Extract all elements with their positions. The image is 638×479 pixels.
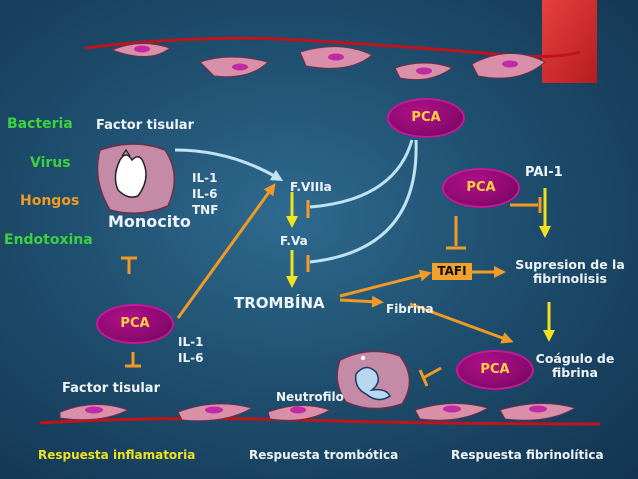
cytokine-il1-bottom: IL-1: [178, 335, 204, 349]
vessel-wall-top: [84, 36, 581, 58]
cytokine-il6-bottom: IL-6: [178, 351, 204, 365]
factor-tisular-top: Factor tisular: [96, 118, 194, 133]
endothelial-cell-icon: [177, 403, 254, 422]
respuesta-trombotica: Respuesta trombótica: [249, 448, 399, 462]
respuesta-fibrinolitica: Respuesta fibrinolítica: [451, 448, 604, 462]
pca-bottom-right: PCA: [456, 350, 534, 390]
pca-top: PCA: [387, 98, 465, 138]
agent-virus: Virus: [30, 155, 71, 171]
endothelial-cell-icon: [471, 53, 546, 79]
respuesta-inflamatoria: Respuesta inflamatoria: [38, 448, 196, 462]
endothelial-cell-icon: [199, 56, 269, 78]
monocito-label: Monocito: [108, 212, 191, 231]
pca-mid-right: PCA: [442, 168, 520, 208]
endothelial-cell-icon: [59, 403, 130, 421]
trombina-label: TROMBÍNA: [234, 294, 325, 312]
agent-bacteria: Bacteria: [7, 116, 73, 132]
coagulo-fibrina-label: Coágulo de fibrina: [520, 352, 630, 380]
endothelial-cell-icon: [110, 43, 172, 57]
cytokine-il6-top: IL-6: [192, 187, 218, 201]
coagulo-line1: Coágulo de: [535, 351, 615, 366]
endothelial-cell-icon: [267, 404, 332, 421]
accent-square: [542, 0, 597, 83]
endothelial-cell-icon: [414, 402, 490, 421]
endothelial-cell-icon: [299, 46, 373, 69]
factor-viiia-label: F.VIIIa: [290, 180, 332, 194]
endothelial-cell-icon: [394, 62, 454, 81]
monocyte-cell-icon: [96, 143, 175, 214]
pca-left: PCA: [96, 304, 174, 344]
supresion-line1: Supresion de la: [515, 257, 625, 272]
flow-arrows-orange: [176, 183, 514, 344]
tafi-label: TAFI: [432, 263, 472, 280]
supresion-line2: fibrinolisis: [533, 270, 607, 286]
inhibition-markers: [121, 197, 542, 387]
flow-arrows-yellow: [286, 188, 555, 342]
flow-arrows-blue: [174, 139, 418, 264]
cytokine-il1-top: IL-1: [192, 171, 218, 185]
neutrofilo-label: Neutrofilo: [276, 390, 344, 404]
pai1-label: PAI-1: [525, 165, 563, 180]
endothelial-cell-icon: [499, 402, 577, 421]
cytokine-tnf: TNF: [192, 203, 219, 217]
supresion-fibrinolisis-label: Supresion de la fibrinolisis: [506, 258, 634, 286]
fibrina-label: Fibrina: [386, 302, 434, 316]
coagulo-line2: fibrina: [552, 364, 598, 380]
agent-hongos: Hongos: [20, 193, 80, 209]
factor-tisular-bottom: Factor tisular: [62, 381, 160, 396]
neutrophil-cell-icon: [336, 350, 411, 410]
factor-va-label: F.Va: [280, 234, 308, 248]
agent-endotoxina: Endotoxina: [4, 232, 93, 248]
